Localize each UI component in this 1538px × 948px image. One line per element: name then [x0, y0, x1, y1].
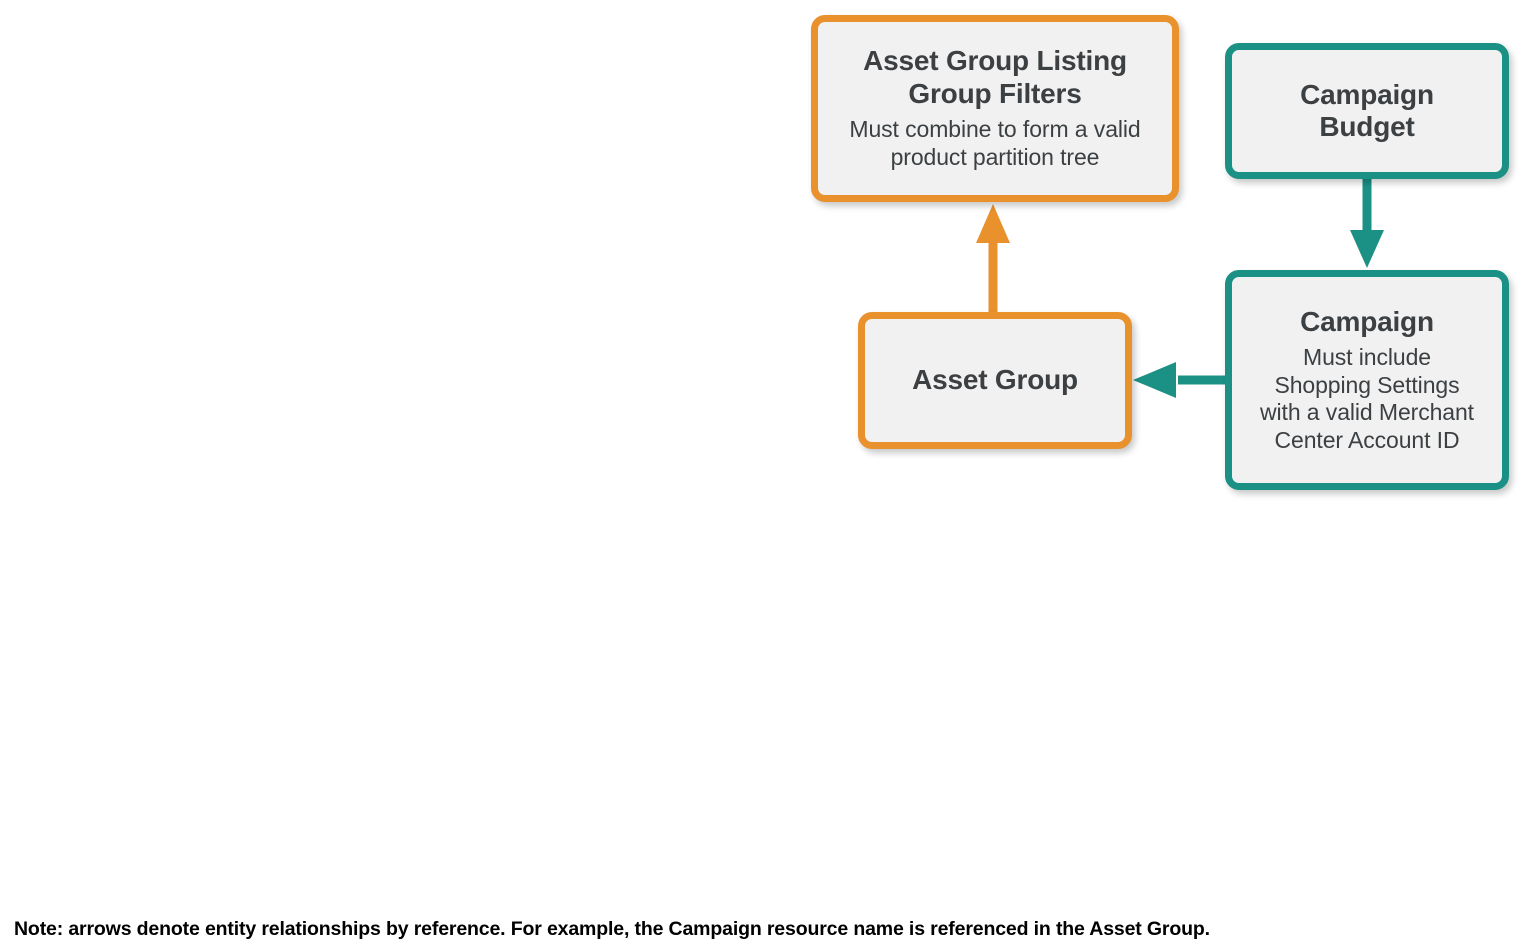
edge-asset-group-to-listing-group-filters — [976, 204, 1010, 312]
node-asset-group-listing-group-filters[interactable]: Asset Group Listing Group Filters Must c… — [811, 15, 1179, 202]
node-subtitle: Must include Shopping Settings with a va… — [1260, 344, 1474, 453]
diagram-note: Note: arrows denote entity relationships… — [14, 918, 1210, 940]
node-subtitle: Must combine to form a valid product par… — [849, 116, 1141, 170]
node-campaign[interactable]: Campaign Must include Shopping Settings … — [1225, 270, 1509, 490]
node-title: Campaign — [1300, 305, 1434, 337]
node-title: Campaign Budget — [1300, 78, 1434, 142]
node-title: Asset Group — [912, 364, 1078, 396]
node-campaign-budget[interactable]: Campaign Budget — [1225, 43, 1509, 179]
node-title: Asset Group Listing Group Filters — [863, 45, 1127, 109]
node-asset-group[interactable]: Asset Group — [858, 312, 1132, 449]
edge-campaign-budget-to-campaign — [1350, 179, 1384, 268]
edge-campaign-to-asset-group — [1133, 362, 1225, 398]
